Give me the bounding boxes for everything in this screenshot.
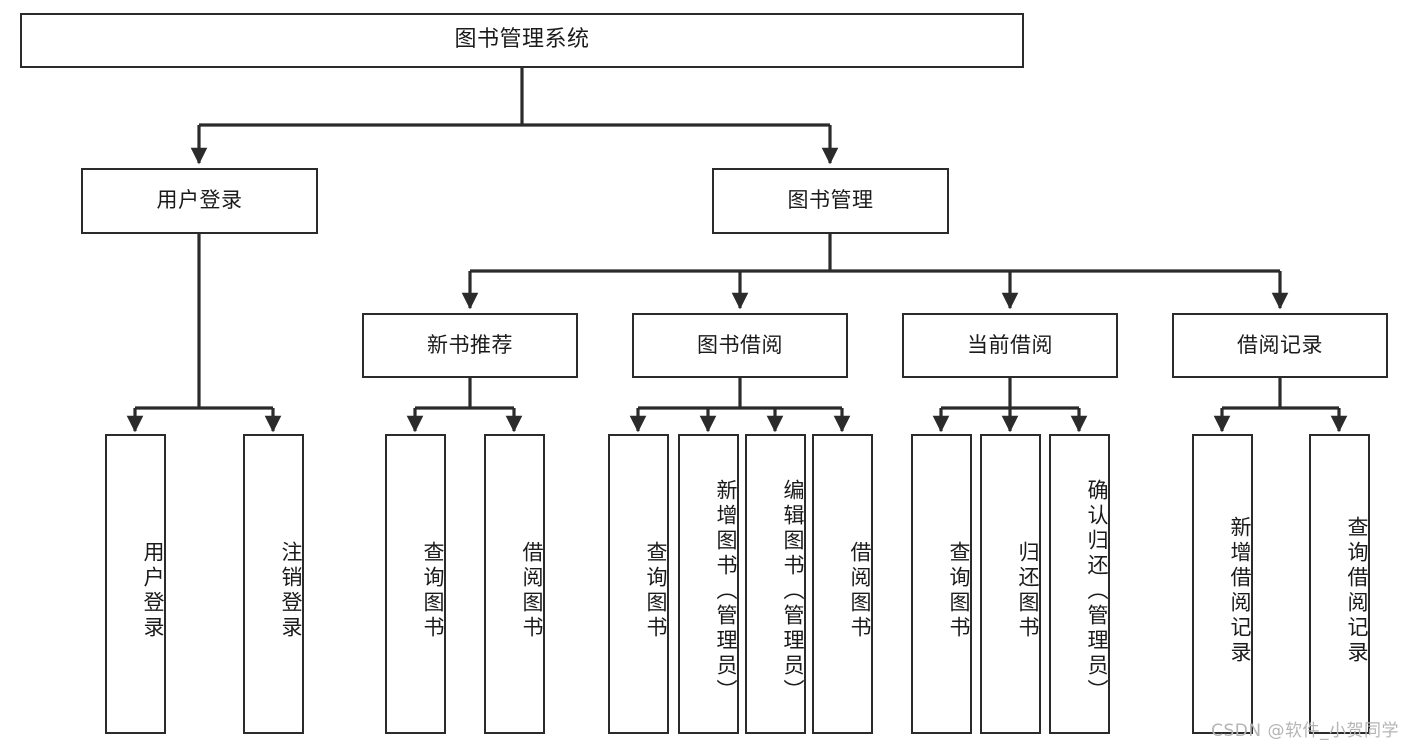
leaf-user-login-login[interactable]: 用户登录 bbox=[105, 434, 166, 734]
node-user-login[interactable]: 用户登录 bbox=[81, 168, 318, 234]
leaf-user-login-logout[interactable]: 注销登录 bbox=[243, 434, 304, 734]
leaf-current-borrow-query[interactable]: 查询图书 bbox=[911, 434, 972, 734]
node-label: 查询借阅记录 bbox=[1345, 516, 1369, 666]
leaf-current-borrow-return[interactable]: 归还图书 bbox=[980, 434, 1041, 734]
node-label: 查询图书 bbox=[421, 541, 445, 641]
leaf-new-book-borrow[interactable]: 借阅图书 bbox=[484, 434, 545, 734]
leaf-book-borrow-query[interactable]: 查询图书 bbox=[608, 434, 669, 734]
node-current-borrow[interactable]: 当前借阅 bbox=[902, 313, 1118, 378]
leaf-book-borrow-edit[interactable]: 编辑图书（管理员） bbox=[745, 434, 806, 734]
leaf-book-borrow-add[interactable]: 新增图书（管理员） bbox=[678, 434, 739, 734]
node-label: 当前借阅 bbox=[967, 332, 1053, 357]
csdn-watermark: CSDN @软件_小贺同学 bbox=[1211, 721, 1399, 741]
node-label: 编辑图书（管理员） bbox=[781, 478, 805, 704]
leaf-new-book-query[interactable]: 查询图书 bbox=[385, 434, 446, 734]
node-label: 用户登录 bbox=[156, 188, 243, 213]
node-label: 查询图书 bbox=[947, 541, 971, 641]
leaf-current-borrow-confirm[interactable]: 确认归还（管理员） bbox=[1049, 434, 1110, 734]
node-label: 借阅记录 bbox=[1237, 332, 1323, 357]
node-label: 注销登录 bbox=[279, 541, 303, 641]
node-root-system[interactable]: 图书管理系统 bbox=[20, 13, 1024, 68]
leaf-borrow-record-query[interactable]: 查询借阅记录 bbox=[1309, 434, 1370, 734]
node-borrow-record[interactable]: 借阅记录 bbox=[1172, 313, 1388, 378]
node-new-book-recommend[interactable]: 新书推荐 bbox=[362, 313, 578, 378]
node-label: 借阅图书 bbox=[848, 541, 872, 641]
node-label: 新增图书（管理员） bbox=[714, 478, 738, 704]
node-label: 归还图书 bbox=[1016, 541, 1040, 641]
node-label: 新增借阅记录 bbox=[1228, 516, 1252, 666]
node-book-borrow[interactable]: 图书借阅 bbox=[632, 313, 848, 378]
node-label: 图书管理系统 bbox=[454, 27, 590, 53]
node-label: 借阅图书 bbox=[520, 541, 544, 641]
node-label: 图书管理 bbox=[787, 188, 874, 213]
node-label: 新书推荐 bbox=[427, 332, 513, 357]
node-book-management[interactable]: 图书管理 bbox=[712, 168, 949, 234]
node-label: 用户登录 bbox=[141, 541, 165, 641]
node-label: 确认归还（管理员） bbox=[1085, 478, 1109, 704]
leaf-book-borrow-borrow[interactable]: 借阅图书 bbox=[812, 434, 873, 734]
leaf-borrow-record-add[interactable]: 新增借阅记录 bbox=[1192, 434, 1253, 734]
node-label: 查询图书 bbox=[644, 541, 668, 641]
node-label: 图书借阅 bbox=[697, 332, 783, 357]
